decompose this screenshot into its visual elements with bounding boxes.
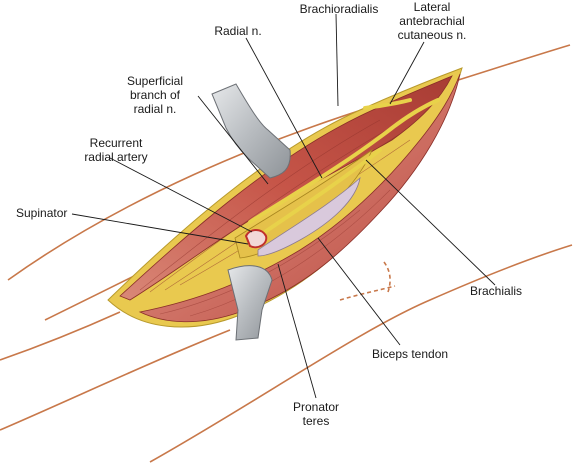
label-radial-nerve: Radial n.: [214, 24, 262, 38]
label-lateral-antebrachial-cutaneous-nerve: Lateral antebrachial cutaneous n.: [397, 0, 467, 42]
label-supinator: Supinator: [16, 206, 68, 220]
biceps-tendon-shape: [257, 176, 361, 257]
skin-outline: [0, 44, 573, 463]
label-brachioradialis: Brachioradialis: [299, 2, 379, 16]
label-superficial-branch-radial-nerve: Superficial branch of radial n.: [126, 74, 184, 116]
lower-retractor: [227, 265, 273, 341]
leader-lines: [71, 13, 496, 399]
label-pronator-teres: Pronator teres: [292, 400, 340, 428]
recurrent-radial-artery-shape: [244, 229, 268, 249]
nerves: [248, 98, 440, 236]
label-biceps-tendon: Biceps tendon: [372, 347, 449, 361]
label-brachialis: Brachialis: [470, 284, 523, 298]
label-recurrent-radial-artery: Recurrent radial artery: [84, 136, 148, 164]
